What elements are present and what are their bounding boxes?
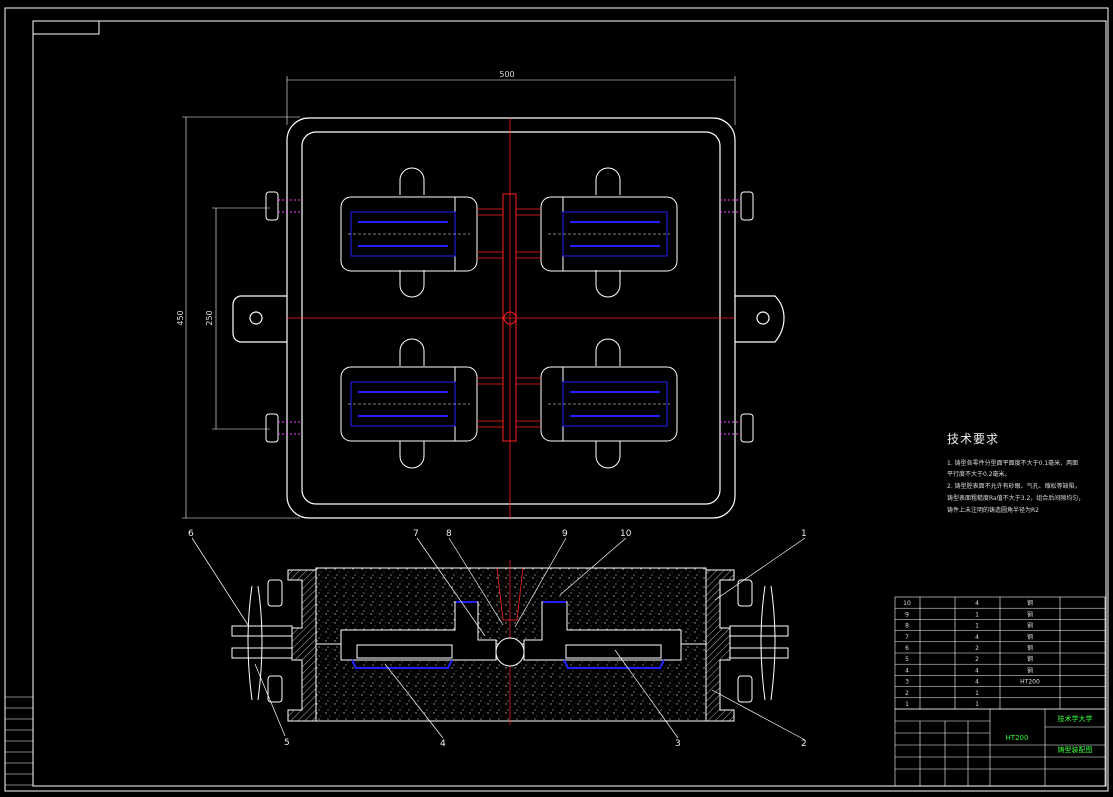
title-material: HT200 [1006, 734, 1029, 742]
dimension-width: 500 [499, 70, 514, 79]
parts-cell: 4 [975, 679, 979, 686]
flask-bolts [265, 191, 754, 443]
tech-requirement-line: 平行度不大于0.2毫米。 [947, 471, 1011, 478]
parts-cell: 钢 [1027, 633, 1033, 641]
callout-8: 8 [446, 529, 452, 539]
parts-cell: 1 [975, 623, 979, 630]
parts-cell: 钢 [1027, 655, 1033, 663]
callout-4: 4 [440, 739, 446, 749]
parts-cell: 钢 [1027, 666, 1033, 674]
callout-leaders [191, 537, 806, 741]
callout-2: 2 [801, 739, 807, 749]
parts-cell: 2 [905, 690, 909, 697]
callout-3: 3 [675, 739, 681, 749]
plan-view: 500 450 250 [176, 70, 785, 519]
tech-requirement-line: 1. 铸型各零件分型面平面度不大于0.1毫米，两面 [947, 460, 1079, 467]
parts-cell: 2 [975, 645, 979, 652]
gating-system [287, 118, 735, 518]
tech-requirement-line: 2. 铸型腔表面不允许有砂眼、气孔、缩松等缺陷， [947, 483, 1081, 490]
dimension-height: 450 [176, 310, 185, 325]
parts-cell: 4 [975, 600, 979, 607]
left-margin-table [4, 696, 34, 786]
parts-cell: 9 [905, 611, 909, 618]
tech-requirements-title: 技术要求 [947, 432, 1000, 446]
parts-cell: 6 [905, 645, 909, 652]
callout-5: 5 [284, 738, 290, 748]
parts-cell: 3 [905, 679, 909, 686]
callout-labels: 6 7 8 9 10 1 5 4 3 2 [188, 529, 807, 749]
title-block: HT200 技术学大学 铸型装配图 [894, 708, 1106, 787]
parts-cell: 1 [975, 701, 979, 708]
tech-requirement-line: 铸件上未注明的铸造圆角半径为R2 [947, 507, 1039, 514]
callout-7: 7 [413, 529, 419, 539]
parts-cell: 8 [905, 623, 909, 630]
parts-cell: 10 [903, 600, 911, 607]
parts-cell: 钢 [1027, 610, 1033, 618]
section-view [231, 560, 789, 725]
dimension-lines [182, 76, 736, 519]
pattern-bottom-right [540, 338, 678, 469]
parts-cell: 钢 [1027, 644, 1033, 652]
parts-cell: 钢 [1027, 622, 1033, 630]
parts-cell: 钢 [1027, 599, 1033, 607]
callout-9: 9 [562, 529, 568, 539]
drawing-frame [4, 7, 1109, 792]
title-drawing-name: 铸型装配图 [1058, 745, 1093, 754]
pattern-bottom-left [340, 338, 478, 469]
parts-cell: 2 [975, 656, 979, 663]
parts-cell: 4 [975, 667, 979, 674]
pattern-top-left [340, 167, 478, 298]
tech-requirement-line: 铸型表面粗糙度Ra值不大于3.2，组合后间隙均匀， [947, 495, 1085, 502]
dimension-inner: 250 [205, 310, 214, 325]
pattern-top-right [540, 167, 678, 298]
parts-cell: 4 [905, 667, 909, 674]
callout-1: 1 [801, 529, 807, 539]
parts-cell: 1 [975, 690, 979, 697]
parts-cell: 5 [905, 656, 909, 663]
callout-10: 10 [620, 529, 632, 539]
parts-cell: 1 [905, 701, 909, 708]
parts-cell: 7 [905, 634, 909, 641]
parts-cell: 4 [975, 634, 979, 641]
callout-6: 6 [188, 529, 194, 539]
parts-cell: 1 [975, 611, 979, 618]
title-school: 技术学大学 [1058, 714, 1093, 723]
parts-cell: HT200 [1020, 679, 1040, 686]
